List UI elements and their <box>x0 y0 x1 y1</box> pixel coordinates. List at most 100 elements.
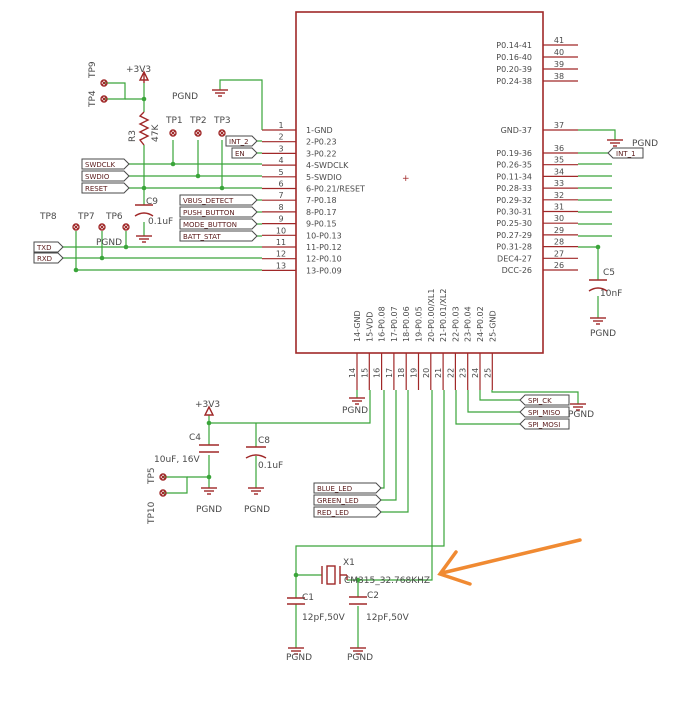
net-label-spimiso: SPI_MISO <box>519 406 570 418</box>
net-label-frame <box>33 241 64 253</box>
ic-pin-number: 18 <box>397 368 406 378</box>
net-label-text: INT_1 <box>616 150 636 158</box>
ic-body <box>295 11 544 354</box>
tp10-label: TP10 <box>147 501 157 525</box>
net-label-frame <box>81 182 130 194</box>
net-label-text: TXD <box>36 244 51 252</box>
net-label-frame <box>225 135 258 147</box>
ic-pin-number: 1 <box>278 121 283 130</box>
net-label-text: SPI_MOSI <box>528 421 560 429</box>
ic-pin-number: 24 <box>471 368 480 378</box>
ic-pin-number: 19 <box>410 368 419 378</box>
junctions <box>73 96 601 583</box>
net-label-frame <box>33 252 64 264</box>
ic-pin-name: P0.19-36 <box>496 149 532 158</box>
net-label-text: GREEN_LED <box>317 497 359 505</box>
net-label-text: INT_2 <box>229 138 249 146</box>
ic-pin-number: 11 <box>276 238 286 247</box>
ground-symbol <box>607 139 623 147</box>
resistor-r3 <box>138 111 150 146</box>
c1-value: 12pF,50V <box>302 613 346 623</box>
net-label-text: RXD <box>37 255 52 263</box>
ic-pin-name: 18-P0.06 <box>402 306 411 342</box>
net-label-reset: RESET <box>81 182 130 194</box>
pgnd-label-14: PGND <box>342 406 368 416</box>
ic-pin-name: P0.28-33 <box>496 184 532 193</box>
ic-pin-name: P0.29-32 <box>496 196 532 205</box>
ic-pin-name: 21-P0.01/XL2 <box>439 289 448 342</box>
testpoint-tp8 <box>72 223 80 231</box>
net-label-text: SWDIO <box>85 173 110 181</box>
c2-label: C2 <box>367 591 379 601</box>
ic-bottom-pins: 1414-GND1515-VDD1616-P0.081717-P0.071818… <box>348 289 497 390</box>
ic-pin-name: P0.30-31 <box>496 208 532 217</box>
ic-pin-name: 11-P0.12 <box>306 243 342 252</box>
ic-pin-name: P0.14-41 <box>496 41 532 50</box>
c9-label: C9 <box>146 197 158 207</box>
ic-pin-number: 33 <box>554 179 564 188</box>
ic-pin-number: 2 <box>278 133 283 142</box>
ground-symbol <box>350 647 366 655</box>
ground-symbols <box>136 89 623 655</box>
ic-pin-name: 19-P0.05 <box>415 306 424 342</box>
ic-pin-name: P0.11-34 <box>496 172 532 181</box>
ic-pin-name: 15-VDD <box>365 312 374 342</box>
ic-pin-name: P0.31-28 <box>496 243 532 252</box>
net-label-spick: SPI_CK <box>519 394 570 406</box>
ic-pin-number: 4 <box>278 156 283 165</box>
net-label-frame <box>81 170 130 182</box>
net-label-txd: TXD <box>33 241 64 253</box>
c2-value: 12pF,50V <box>366 613 410 623</box>
net-label-text: BATT_STAT <box>183 233 221 241</box>
pgnd-label-c2: PGND <box>347 653 373 663</box>
ic-origin-marker: + <box>402 174 410 184</box>
r3-label: R3 <box>128 130 138 142</box>
net-label-mode: MODE_BUTTON <box>179 218 258 230</box>
c1-label: C1 <box>302 593 314 603</box>
ic-pin-number: 29 <box>554 226 564 235</box>
tp2-label: TP2 <box>189 116 207 126</box>
ic-pin-name: DEC4-27 <box>497 254 532 263</box>
ic-pin-name: 14-GND <box>353 310 362 342</box>
ic-pin-number: 34 <box>554 167 564 176</box>
ground-symbol <box>570 403 586 411</box>
ground-symbol <box>212 89 228 97</box>
testpoint-tp4 <box>100 95 108 103</box>
ic-pin-name: 20-P0.00/XL1 <box>427 289 436 342</box>
net-label-red: RED_LED <box>313 506 382 518</box>
ic-pin-number: 40 <box>554 48 564 57</box>
ic-pin-number: 35 <box>554 156 564 165</box>
net-label-text: RED_LED <box>317 509 349 517</box>
net-label-rxd: RXD <box>33 252 64 264</box>
net-label-push: PUSH_BUTTON <box>179 206 258 218</box>
ic-pin-name: 10-P0.13 <box>306 231 342 240</box>
ic-pin-name: 3-P0.22 <box>306 149 337 158</box>
net-label-frame <box>313 482 382 494</box>
ic-pin-number: 22 <box>446 368 455 378</box>
ic-pin-name: 5-SWDIO <box>306 173 342 182</box>
ic-pin-number: 32 <box>554 191 564 200</box>
ic-pin-name: 7-P0.18 <box>306 196 337 205</box>
ic-pin-number: 30 <box>554 214 564 223</box>
net-label-text: RESET <box>85 185 108 193</box>
net-label-en: EN <box>231 147 258 159</box>
c9-value: 0.1uF <box>148 217 173 227</box>
vcc-symbol-bottom <box>203 405 215 416</box>
net-label-int2: INT_2 <box>225 135 258 147</box>
ic-pin-name: 8-P0.17 <box>306 208 337 217</box>
net-label-blue: BLUE_LED <box>313 482 382 494</box>
ic-pin-name: 6-P0.21/RESET <box>306 185 365 194</box>
ic-pin-name: 4-SWDCLK <box>306 161 349 170</box>
net-label-batt: BATT_STAT <box>179 230 258 242</box>
c4-value: 10uF, 16V <box>154 455 201 465</box>
c5-value: 10nF <box>600 289 622 299</box>
net-label-frame <box>519 418 570 430</box>
net-label-frame <box>179 206 258 218</box>
testpoint-tp7 <box>98 223 106 231</box>
ground-symbol <box>349 397 365 405</box>
testpoint-tp2 <box>194 129 202 137</box>
ic-pin-number: 21 <box>434 368 443 378</box>
ic-pin-number: 39 <box>554 60 564 69</box>
annotation-arrow <box>437 538 582 586</box>
